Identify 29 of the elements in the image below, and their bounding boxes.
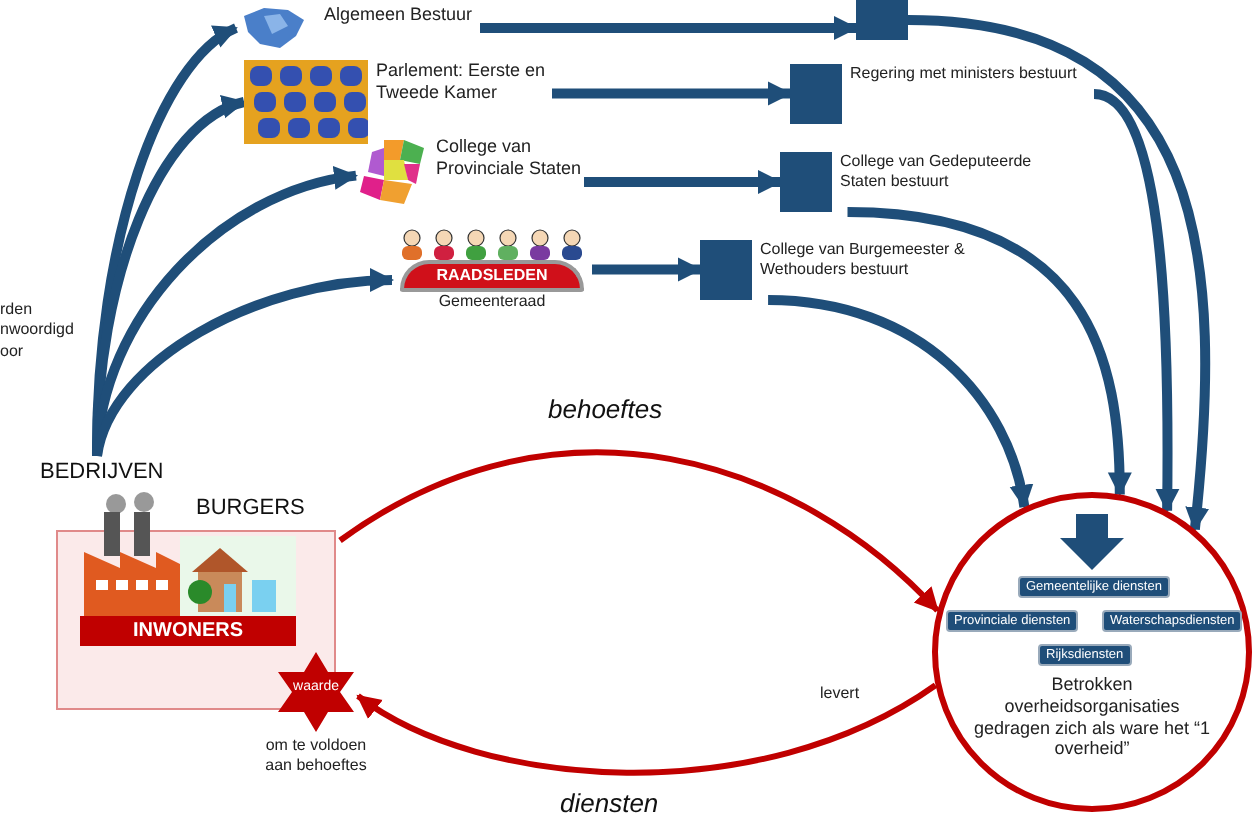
body-label: Regering met ministers bestuurt [850, 64, 1079, 84]
body-label: College van Provinciale Staten [436, 136, 584, 181]
banner-label: RAADSLEDEN [400, 260, 584, 292]
body-label: Algemeen Bestuur [324, 4, 475, 27]
body-text: Betrokken overheidsorganisaties gedragen zich als ware het “1 overheid” [971, 674, 1213, 761]
edge-label: behoeftes [544, 394, 667, 424]
body-label: Parlement: Eerste en Tweede Kamer [376, 60, 548, 105]
arrow [767, 295, 1032, 509]
arrow [552, 81, 792, 106]
arrow [847, 207, 1132, 497]
arrow [584, 170, 782, 195]
group-heading: BEDRIJVEN [40, 460, 164, 484]
body-label: College van Gedeputeerde Staten bestuurt [840, 152, 1034, 192]
arrow [592, 257, 702, 282]
note-text: levert [820, 684, 862, 705]
body-label: Gemeenteraad [438, 292, 546, 312]
arrow [907, 15, 1210, 532]
note-text: rden nwoordigd oor [0, 300, 76, 363]
edge-label: diensten [556, 788, 663, 818]
arrow [92, 269, 394, 458]
group-heading: BURGERS [196, 496, 305, 520]
square-tile [856, 0, 908, 40]
banner-label: INWONERS [80, 616, 296, 646]
arrow [1092, 89, 1180, 513]
body-label: College van Burgemeester & Wethouders bestuurt [760, 240, 967, 280]
arrow [480, 16, 858, 40]
arrow [356, 682, 938, 776]
note-text: om te voldoen aan behoeftes [263, 736, 369, 778]
arrow [338, 449, 940, 613]
